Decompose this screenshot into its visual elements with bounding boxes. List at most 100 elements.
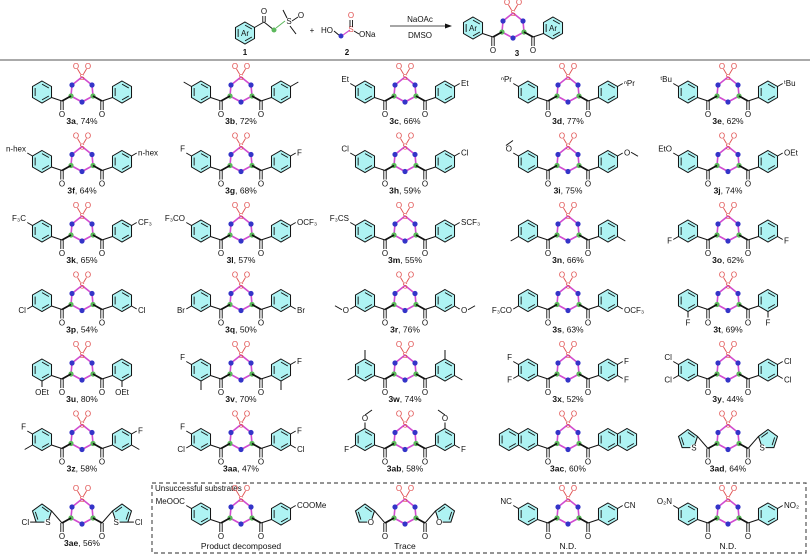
s-o-double-bond xyxy=(236,346,240,353)
ketone-bond xyxy=(92,517,103,524)
sulfur-label: S xyxy=(725,282,730,291)
aromatic-double-bond xyxy=(527,431,536,436)
aryl-carbonyl-bond xyxy=(424,510,436,524)
s-o-double-bond xyxy=(242,346,246,353)
ring-oxygen-atom xyxy=(89,290,95,297)
aromatic-double-bond xyxy=(626,431,635,436)
aromatic-double-bond xyxy=(41,95,50,101)
aromatic-double-bond xyxy=(364,83,373,89)
substituent-label: Cl xyxy=(461,148,469,157)
ring-oxygen-atom xyxy=(520,18,526,24)
ring-oxygen-atom xyxy=(79,168,85,175)
aryl-carbonyl-bond xyxy=(51,305,63,310)
ring-oxygen-atom xyxy=(555,290,561,297)
substituent-label: F xyxy=(297,148,302,157)
s-o-double-bond xyxy=(77,277,81,283)
aromatic-double-bond xyxy=(280,505,289,511)
carbonyl-oxygen-label: O xyxy=(585,458,591,467)
sulfonyl-oxygen-label: O xyxy=(719,62,725,71)
substituent-bond xyxy=(673,152,679,157)
sulfonyl-oxygen-label: O xyxy=(559,271,565,280)
aromatic-double-bond xyxy=(767,95,776,101)
ring-oxygen-atom xyxy=(575,221,581,227)
carbonyl-oxygen-label: O xyxy=(261,7,267,16)
ketone-bond xyxy=(547,517,558,524)
s-o-double-bond xyxy=(236,138,240,144)
substituent-bond xyxy=(454,444,460,449)
s-o-double-bond xyxy=(569,138,573,144)
sulfonyl-oxygen-label: O xyxy=(396,484,402,493)
substituent-label: n-hex xyxy=(6,145,26,154)
aryl-carbonyl-bond xyxy=(210,375,222,380)
substituent-bond xyxy=(454,305,460,310)
aromatic-double-bond xyxy=(552,31,561,37)
compound-yield: 66% xyxy=(404,116,421,126)
carbonyl-oxygen-label: O xyxy=(99,532,105,541)
substituent-label: O xyxy=(362,414,368,423)
label-separator: , xyxy=(401,464,406,474)
aromatic-double-bond xyxy=(121,83,130,89)
aromatic-double-bond xyxy=(687,153,696,158)
aromatic-double-bond xyxy=(508,443,517,448)
heteroatom-bg xyxy=(112,518,120,526)
aromatic-double-bond xyxy=(444,222,453,228)
carbonyl-oxygen-label: O xyxy=(545,249,551,258)
s-o-double-bond xyxy=(569,416,573,422)
ketone-bond xyxy=(415,95,426,102)
aromatic-double-bond xyxy=(444,292,453,297)
compound-label: 3ac, 60% xyxy=(550,464,586,474)
sulfur-label: S xyxy=(725,212,730,221)
s-o-double-bond xyxy=(83,416,87,422)
substituent-label: Et xyxy=(341,75,349,84)
ring-oxygen-atom xyxy=(238,377,244,383)
carbonyl-oxygen-label: O xyxy=(59,388,65,397)
aryl-carbonyl-bond xyxy=(254,21,265,28)
aromatic-double-bond xyxy=(364,95,373,101)
s-o-double-bond xyxy=(83,346,87,353)
ketone-bond xyxy=(738,373,749,380)
aromatic-double-bond xyxy=(767,234,776,240)
s-o-double-bond xyxy=(406,416,410,422)
aromatic-double-bond xyxy=(121,304,130,309)
ring-oxygen-atom xyxy=(392,429,398,436)
carbonyl-oxygen-label: O xyxy=(258,319,264,328)
aryl-carbonyl-bond xyxy=(101,510,113,524)
s-o-double-bond xyxy=(723,277,727,283)
ketone-bond xyxy=(61,234,72,241)
aryl-carbonyl-bond xyxy=(532,33,544,38)
s-o-double-bond xyxy=(242,207,246,214)
aromatic-double-bond xyxy=(444,443,453,448)
methoxy-methyl-bond xyxy=(437,409,446,416)
sulfonyl-oxygen-label: O xyxy=(408,484,414,493)
ring-oxygen-atom xyxy=(565,377,571,383)
ketone-bond xyxy=(61,442,72,450)
aryl-carbonyl-bond xyxy=(210,519,222,524)
methoxy-methyl-bond xyxy=(505,140,514,146)
ylide-sulfur-label: S xyxy=(286,17,291,26)
sulfonyl-oxygen-label: O xyxy=(408,132,414,141)
aryl-carbonyl-bond xyxy=(101,444,113,449)
ring-oxygen-atom xyxy=(715,429,721,436)
carbonyl-oxygen-label: O xyxy=(422,180,428,189)
carbonyl-oxygen-label: O xyxy=(258,110,264,119)
compound-label: 3c, 66% xyxy=(389,116,421,126)
unsuccessful-result: Product decomposed xyxy=(201,541,282,551)
substituent-bond xyxy=(290,361,296,365)
sulfonyl-oxygen-label: O xyxy=(232,340,238,349)
compound-label: 3y, 44% xyxy=(712,394,744,404)
substituent-label: F xyxy=(180,145,185,154)
s-o-double-bond xyxy=(563,490,567,497)
compound-yield: 76% xyxy=(403,325,420,335)
hydroxyl-label: HO xyxy=(321,26,333,35)
carbonyl-oxygen-label: O xyxy=(705,532,711,541)
carbonyl-oxygen-label: O xyxy=(705,249,711,258)
label-separator: , xyxy=(400,394,405,404)
label-separator: , xyxy=(721,325,726,335)
ring-oxygen-atom xyxy=(248,151,254,158)
label-separator: , xyxy=(235,116,240,126)
sulfonyl-oxygen-label: O xyxy=(73,340,79,349)
ring-oxygen-atom xyxy=(565,168,571,175)
aromatic-double-bond xyxy=(444,361,453,367)
aryl-carbonyl-bond xyxy=(424,236,436,241)
